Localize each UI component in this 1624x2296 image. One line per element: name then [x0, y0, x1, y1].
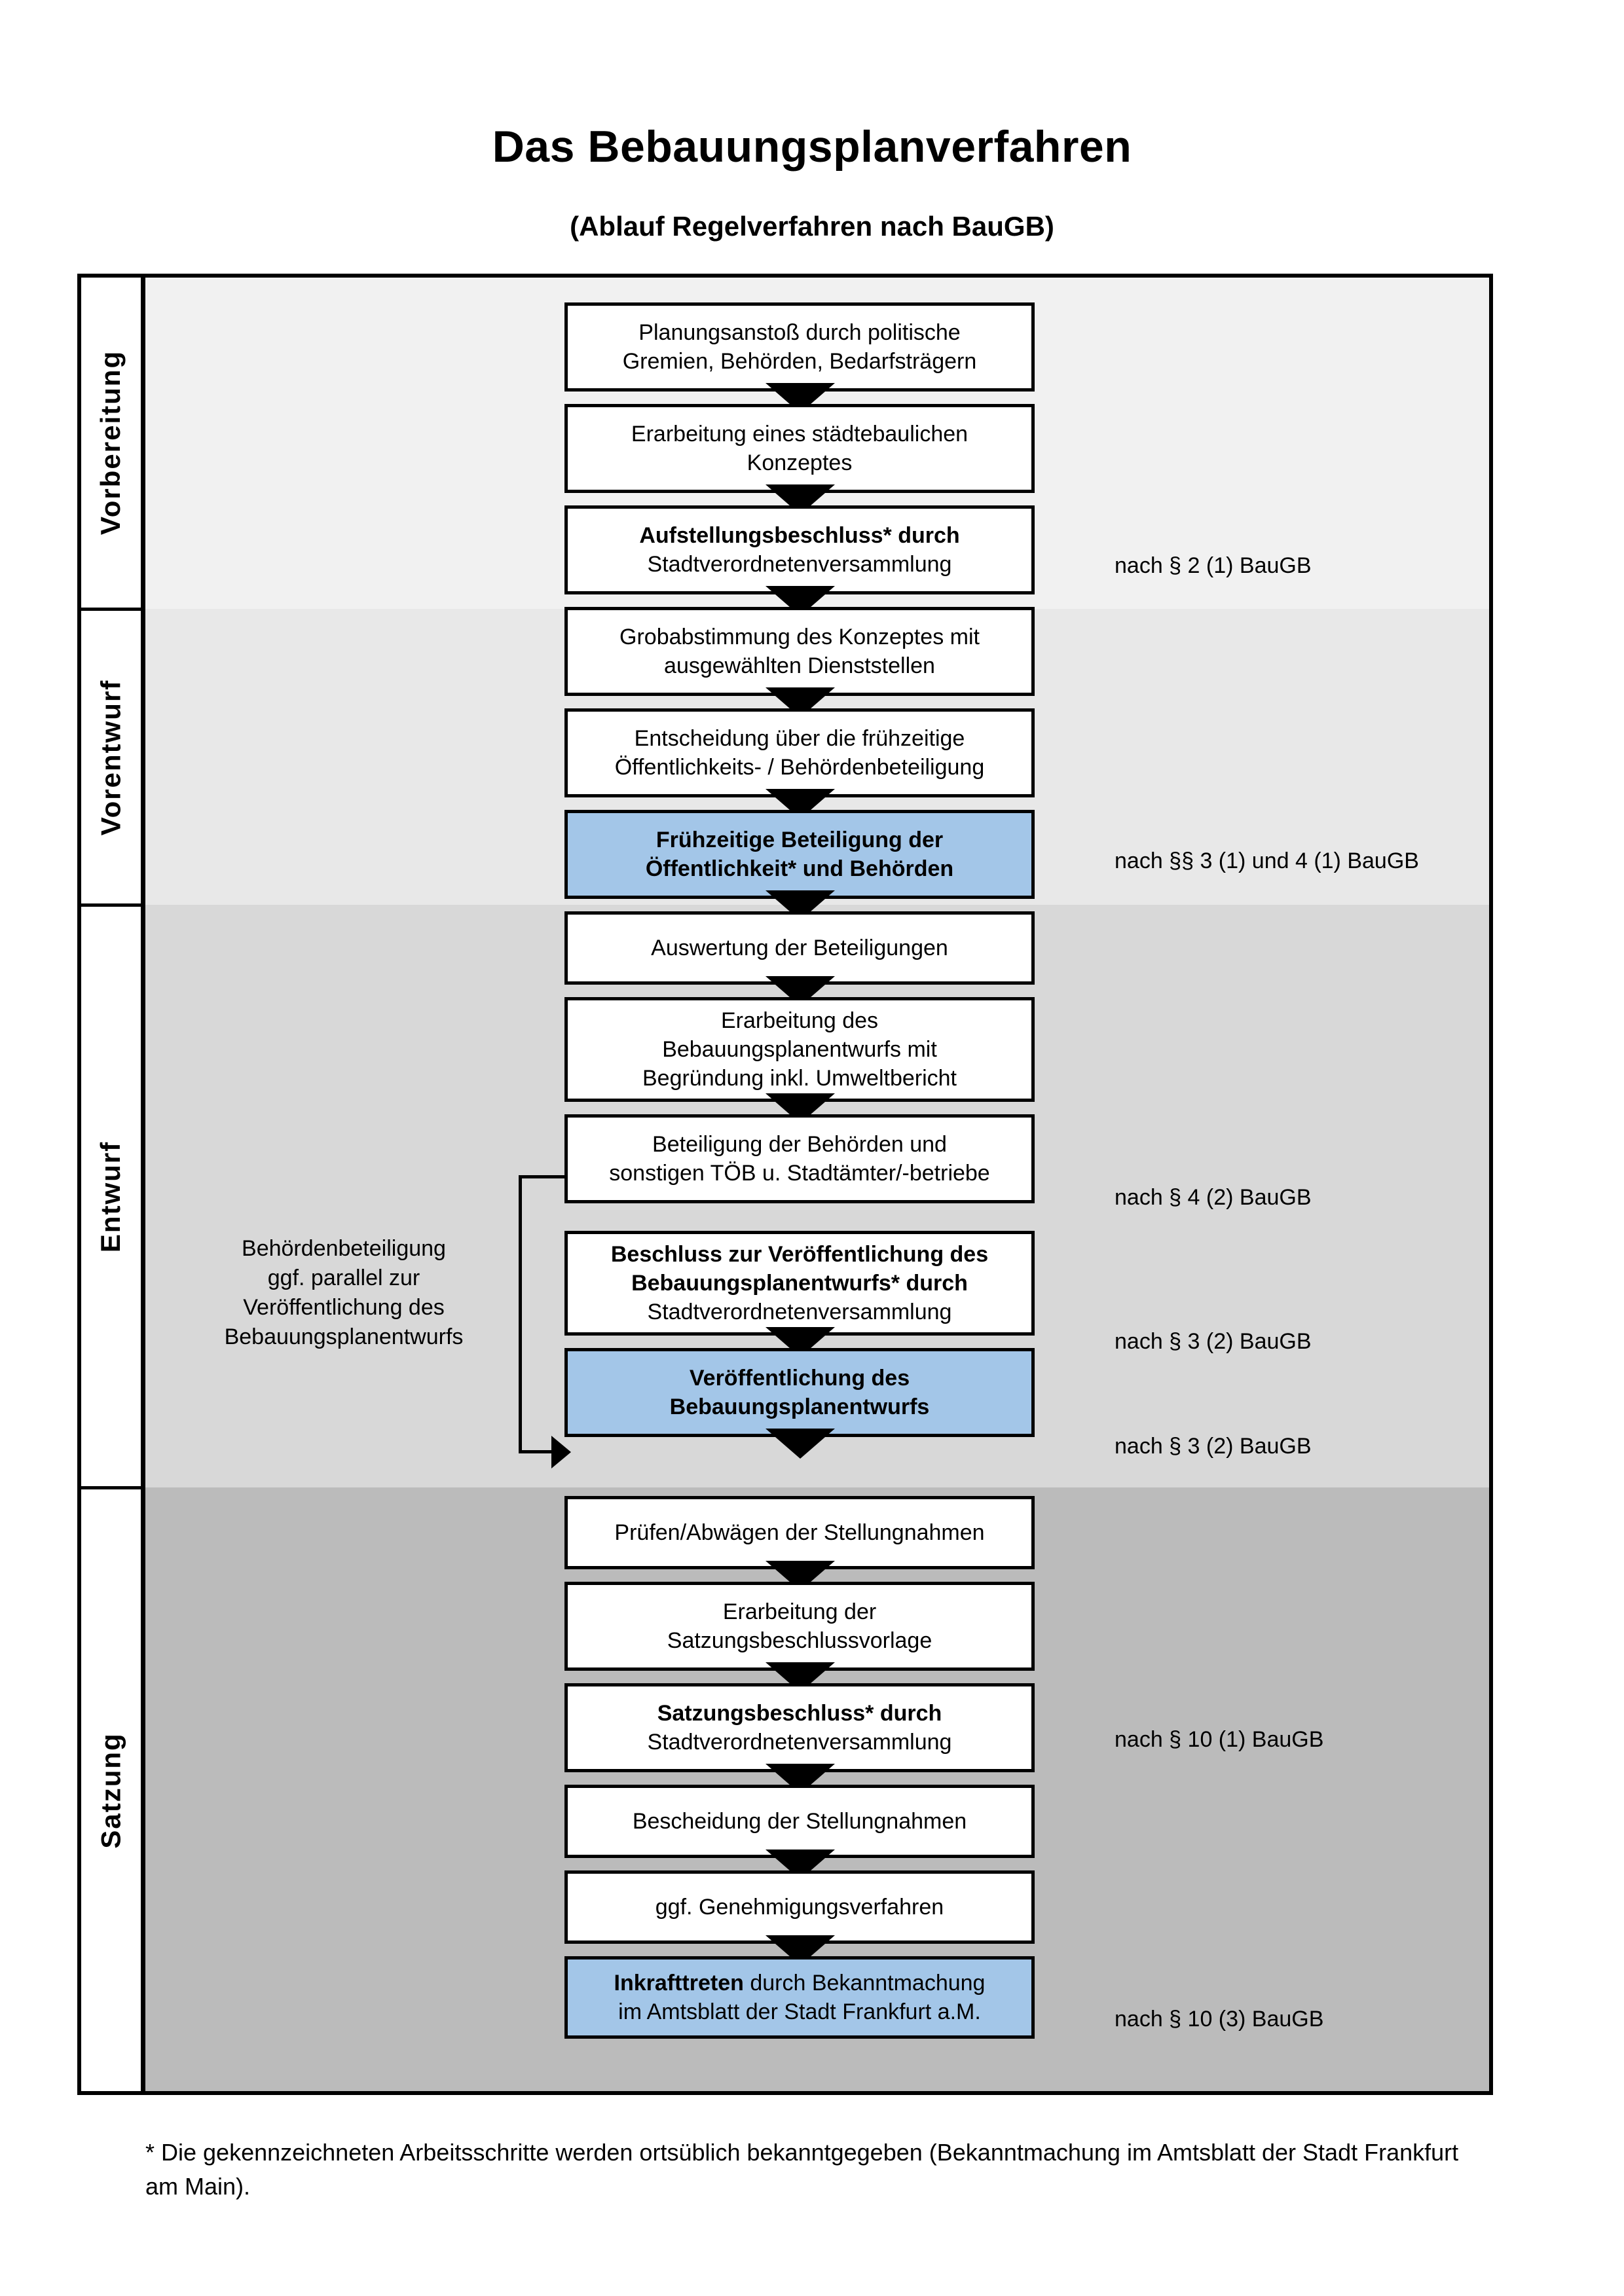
phase-label-text: Entwurf	[95, 1140, 126, 1252]
process-node-bescheidung[interactable]: Bescheidung der Stellungnahmen	[564, 1785, 1035, 1858]
legal-note-par3-4: nach §§ 3 (1) und 4 (1) BauGB	[1115, 848, 1419, 873]
node-line: Stadtverordnetenversammlung	[647, 1300, 952, 1325]
process-node-beteiligung-behoerden[interactable]: Beteiligung der Behörden und sonstigen T…	[564, 1114, 1035, 1203]
node-line: Entscheidung über die frühzeitige	[634, 725, 965, 751]
parallel-branch-connector-top	[519, 1175, 567, 1178]
process-node-satzungsbeschlussvorlage[interactable]: Erarbeitung der Satzungsbeschlussvorlage	[564, 1582, 1035, 1671]
parallel-branch-connector-vertical	[519, 1175, 522, 1453]
node-line: Beschluss zur Veröffentlichung des	[610, 1241, 989, 1267]
legal-note-par3-2a: nach § 3 (2) BauGB	[1115, 1329, 1312, 1354]
node-line: ausgewählten Dienststellen	[664, 653, 935, 678]
legal-note-par3-2b: nach § 3 (2) BauGB	[1115, 1434, 1312, 1459]
phase-separator-1	[81, 608, 145, 611]
phase-label-vorbereitung: Vorbereitung	[81, 278, 141, 608]
phase-label-vorentwurf: Vorentwurf	[81, 611, 141, 903]
node-line: Veröffentlichung des	[689, 1365, 910, 1391]
node-line: Aufstellungsbeschluss* durch	[639, 522, 960, 548]
node-line: Konzeptes	[747, 450, 853, 475]
footnote-text: * Die gekennzeichneten Arbeitsschritte w…	[145, 2139, 1459, 2200]
node-line: Grobabstimmung des Konzeptes mit	[619, 624, 980, 649]
node-line: Satzungsbeschluss* durch	[657, 1700, 942, 1726]
node-line: im Amtsblatt der Stadt Frankfurt a.M.	[618, 1999, 981, 2024]
phase-label-text: Satzung	[95, 1732, 126, 1849]
page-subtitle: (Ablauf Regelverfahren nach BauGB)	[570, 211, 1054, 242]
node-line: Bescheidung der Stellungnahmen	[632, 1808, 967, 1834]
process-node-genehmigungsverfahren[interactable]: ggf. Genehmigungsverfahren	[564, 1870, 1035, 1944]
node-line: Auswertung der Beteiligungen	[651, 935, 948, 960]
process-node-fruehzeitige-beteiligung[interactable]: Frühzeitige Beteiligung der Öffentlichke…	[564, 810, 1035, 899]
node-line: Öffentlichkeits- / Behördenbeteiligung	[614, 755, 985, 780]
side-annotation-behoerdenbeteiligung: Behördenbeteiligung ggf. parallel zur Ve…	[196, 1234, 491, 1352]
parallel-branch-connector-bottom	[519, 1450, 553, 1453]
node-line: Satzungsbeschlussvorlage	[667, 1628, 932, 1653]
node-line: Stadtverordnetenversammlung	[647, 1730, 952, 1755]
process-node-beschluss-veroeffentlichung[interactable]: Beschluss zur Veröffentlichung des Bebau…	[564, 1231, 1035, 1336]
node-line: sonstigen TÖB u. Stadtämter/-betriebe	[609, 1161, 990, 1186]
node-line: Erarbeitung eines städtebaulichen	[631, 421, 969, 446]
process-node-entscheidung-beteiligung[interactable]: Entscheidung über die frühzeitige Öffent…	[564, 708, 1035, 797]
node-line: Planungsanstoß durch politische	[638, 319, 961, 345]
phase-label-text: Vorbereitung	[95, 350, 126, 536]
legal-note-par10-3: nach § 10 (3) BauGB	[1115, 2007, 1324, 2032]
phase-separator-3	[81, 1486, 145, 1489]
process-node-pruefen-abwaegen[interactable]: Prüfen/Abwägen der Stellungnahmen	[564, 1496, 1035, 1569]
page-title: Das Bebauungsplanverfahren	[492, 122, 1132, 172]
side-note-line: Behördenbeteiligung	[242, 1236, 446, 1261]
flow-arrow-down-icon	[766, 1429, 835, 1459]
process-node-grobabstimmung[interactable]: Grobabstimmung des Konzeptes mit ausgewä…	[564, 607, 1035, 696]
node-line: Frühzeitige Beteiligung der	[655, 827, 944, 852]
legal-note-par10-1: nach § 10 (1) BauGB	[1115, 1727, 1324, 1752]
node-line: ggf. Genehmigungsverfahren	[655, 1894, 944, 1920]
node-line: Erarbeitung des	[720, 1008, 879, 1033]
side-note-line: Bebauungsplanentwurfs	[224, 1324, 464, 1349]
phase-separator-2	[81, 903, 145, 907]
side-note-line: Veröffentlichung des	[243, 1294, 445, 1320]
node-line: Begründung inkl. Umweltbericht	[642, 1066, 957, 1091]
process-node-aufstellungsbeschluss[interactable]: Aufstellungsbeschluss* durch Stadtverord…	[564, 505, 1035, 594]
node-line: Inkrafttreten durch Bekanntmachung	[614, 1969, 986, 1997]
node-line: Bebauungsplanentwurfs mit	[662, 1036, 937, 1062]
legal-note-par2: nach § 2 (1) BauGB	[1115, 553, 1312, 578]
node-line: Gremien, Behörden, Bedarfsträgern	[622, 349, 977, 374]
node-line: Bebauungsplanentwurfs* durch	[631, 1270, 968, 1296]
process-node-inkrafttreten[interactable]: Inkrafttreten durch Bekanntmachung im Am…	[564, 1956, 1035, 2039]
parallel-branch-arrow-icon	[551, 1436, 571, 1468]
phase-label-text: Vorentwurf	[95, 679, 126, 835]
process-node-erarbeitung-entwurf[interactable]: Erarbeitung des Bebauungsplanentwurfs mi…	[564, 997, 1035, 1102]
node-line: Erarbeitung der	[722, 1599, 877, 1624]
node-line: Beteiligung der Behörden und	[652, 1131, 947, 1157]
node-line: Bebauungsplanentwurfs	[669, 1394, 930, 1419]
process-node-satzungsbeschluss[interactable]: Satzungsbeschluss* durch Stadtverordnete…	[564, 1683, 1035, 1772]
side-note-line: ggf. parallel zur	[267, 1265, 420, 1290]
node-line: Öffentlichkeit* und Behörden	[645, 856, 954, 881]
node-line: Prüfen/Abwägen der Stellungnahmen	[614, 1520, 985, 1545]
process-node-auswertung[interactable]: Auswertung der Beteiligungen	[564, 911, 1035, 985]
process-node-planungsanstoss[interactable]: Planungsanstoß durch politische Gremien,…	[564, 302, 1035, 392]
legal-note-par4-2: nach § 4 (2) BauGB	[1115, 1185, 1312, 1210]
phase-column-divider	[141, 274, 145, 2095]
process-node-konzept[interactable]: Erarbeitung eines städtebaulichen Konzep…	[564, 404, 1035, 493]
phase-label-satzung: Satzung	[81, 1489, 141, 2091]
node-line-bold: Inkrafttreten	[614, 1970, 744, 1995]
node-line-rest: durch Bekanntmachung	[743, 1970, 986, 1995]
phase-label-entwurf: Entwurf	[81, 907, 141, 1486]
process-node-veroeffentlichung[interactable]: Veröffentlichung des Bebauungsplanentwur…	[564, 1348, 1035, 1437]
node-line: Stadtverordnetenversammlung	[647, 552, 952, 577]
